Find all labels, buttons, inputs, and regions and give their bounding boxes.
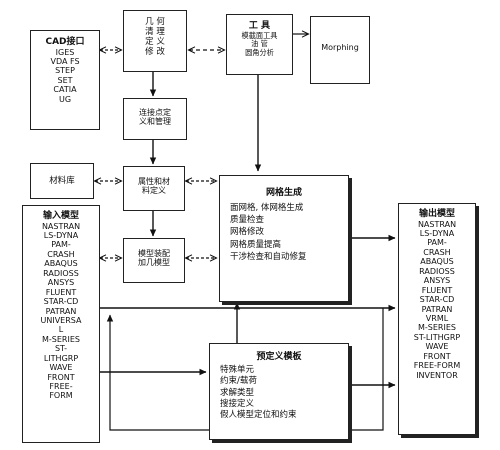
input-format-item: PATRAN bbox=[45, 306, 77, 316]
output-format-item: FRONT bbox=[423, 351, 451, 361]
mesh-line: 面网格, 体网格生成 bbox=[230, 202, 304, 213]
mesh-line: 干涉检查和自动修复 bbox=[230, 251, 307, 262]
geometry-line: 清 理 bbox=[145, 27, 165, 38]
output-model-box: 输出模型 NASTRAN LS-DYNA PAM- CRASH ABAQUS R… bbox=[398, 203, 476, 435]
morphing-label: Morphing bbox=[321, 43, 359, 52]
output-format-item: ST-LITHGRP bbox=[413, 332, 461, 342]
output-format-item: PAM- bbox=[427, 238, 447, 248]
geometry-box: 几 何 清 理 定 义 修 改 bbox=[123, 10, 187, 72]
input-format-item: FRONT bbox=[47, 372, 75, 382]
property-line: 料定义 bbox=[142, 186, 166, 196]
output-format-item: FLUENT bbox=[421, 285, 453, 295]
morphing-box: Morphing bbox=[310, 16, 370, 84]
tools-line: 油 管 bbox=[251, 39, 268, 49]
template-line: 求解类型 bbox=[220, 387, 255, 398]
cad-format-item: IGES bbox=[55, 47, 75, 57]
input-format-item: ANSYS bbox=[47, 278, 75, 288]
output-format-item: NASTRAN bbox=[417, 219, 457, 229]
mesh-line: 网格质量提高 bbox=[230, 239, 282, 250]
input-format-item: ST- bbox=[54, 344, 68, 354]
flow-arrows bbox=[100, 72, 396, 431]
tools-title: 工 具 bbox=[248, 21, 271, 31]
geometry-line: 几 何 bbox=[145, 17, 165, 27]
input-format-item: CRASH bbox=[47, 249, 75, 259]
cad-format-item: UG bbox=[58, 94, 72, 104]
input-model-title: 输入模型 bbox=[42, 211, 79, 221]
materials-label: 材料库 bbox=[49, 176, 75, 186]
connection-point-box: 连接点定 义和管理 bbox=[123, 98, 187, 140]
input-format-item: LS-DYNA bbox=[43, 231, 79, 241]
property-material-box: 属性和材 料定义 bbox=[123, 166, 185, 211]
output-format-item: LS-DYNA bbox=[419, 229, 455, 239]
input-format-item: NASTRAN bbox=[41, 221, 81, 231]
input-format-item: UNIVERSA bbox=[40, 315, 82, 325]
output-format-item: FREE-FORM bbox=[413, 361, 461, 371]
output-format-item: M-SERIES bbox=[418, 323, 456, 333]
output-format-item: ANSYS bbox=[423, 276, 451, 286]
output-format-item: CRASH bbox=[423, 247, 451, 257]
bidirectional-connectors bbox=[95, 34, 308, 258]
template-line: 特殊单元 bbox=[220, 364, 255, 375]
input-format-item: ABAQUS bbox=[44, 259, 78, 269]
output-format-item: WAVE bbox=[425, 342, 449, 352]
cad-interface-title: CAD接口 bbox=[45, 37, 85, 47]
input-format-item: FLUENT bbox=[45, 287, 77, 297]
assembly-line: 加几模型 bbox=[138, 258, 170, 268]
template-line: 搜接定义 bbox=[220, 399, 255, 410]
output-format-item: VRML bbox=[425, 313, 449, 323]
output-model-title: 输出模型 bbox=[418, 209, 455, 219]
model-assembly-box: 模型装配 加几模型 bbox=[123, 238, 185, 283]
template-line: 假人模型定位和约束 bbox=[220, 410, 297, 421]
cad-interface-box: CAD接口 IGES VDA FS STEP SET CATIA UG bbox=[30, 30, 100, 130]
connection-line: 连接点定 bbox=[139, 108, 171, 117]
materials-library-box: 材料库 bbox=[30, 163, 94, 199]
mesh-generation-box: 网格生成 面网格, 体网格生成 质量检查 网格修改 网格质量提高 干涉检查和自动… bbox=[219, 175, 349, 302]
cad-format-item: VDA FS bbox=[50, 57, 80, 67]
input-format-item: FREE- bbox=[49, 382, 73, 392]
tools-line: 模截面工具 bbox=[241, 30, 278, 40]
input-format-item: WAVE bbox=[49, 363, 73, 373]
input-format-item: M-SERIES bbox=[42, 334, 80, 344]
connection-line: 义和管理 bbox=[139, 117, 171, 127]
output-format-item: INVENTOR bbox=[416, 370, 458, 380]
input-format-item: L bbox=[58, 325, 64, 335]
input-format-item: FORM bbox=[49, 391, 73, 401]
input-format-item: RADIOSS bbox=[43, 268, 79, 278]
output-format-item: RADIOSS bbox=[419, 266, 455, 276]
predefined-template-box: 预定义模板 特殊单元 约束/载荷 求解类型 搜接定义 假人模型定位和约束 bbox=[209, 343, 349, 440]
cad-format-item: CATIA bbox=[53, 85, 77, 95]
template-title: 预定义模板 bbox=[256, 352, 302, 362]
output-format-item: ABAQUS bbox=[420, 257, 454, 267]
cad-format-item: STEP bbox=[55, 66, 75, 76]
geometry-line: 定 义 bbox=[145, 37, 165, 48]
property-line: 属性和材 bbox=[138, 177, 170, 186]
output-format-item: PATRAN bbox=[421, 304, 453, 314]
mesh-generation-title: 网格生成 bbox=[265, 188, 302, 198]
mesh-line: 网格修改 bbox=[230, 227, 265, 238]
input-format-item: PAM- bbox=[51, 240, 71, 250]
input-format-item: LITHGRP bbox=[43, 353, 79, 363]
input-model-box: 输入模型 NASTRAN LS-DYNA PAM- CRASH ABAQUS R… bbox=[22, 205, 100, 443]
mesh-line: 质量检查 bbox=[230, 214, 265, 225]
template-line: 约束/载荷 bbox=[220, 376, 257, 387]
tools-line: 圆角分析 bbox=[245, 47, 274, 57]
assembly-line: 模型装配 bbox=[138, 249, 170, 258]
input-format-item: STAR-CD bbox=[43, 297, 79, 307]
output-format-item: STAR-CD bbox=[419, 295, 455, 305]
tools-box: 工 具 模截面工具 油 管 圆角分析 bbox=[226, 14, 293, 75]
cad-format-item: SET bbox=[57, 75, 73, 85]
geometry-line: 修 改 bbox=[145, 47, 165, 58]
